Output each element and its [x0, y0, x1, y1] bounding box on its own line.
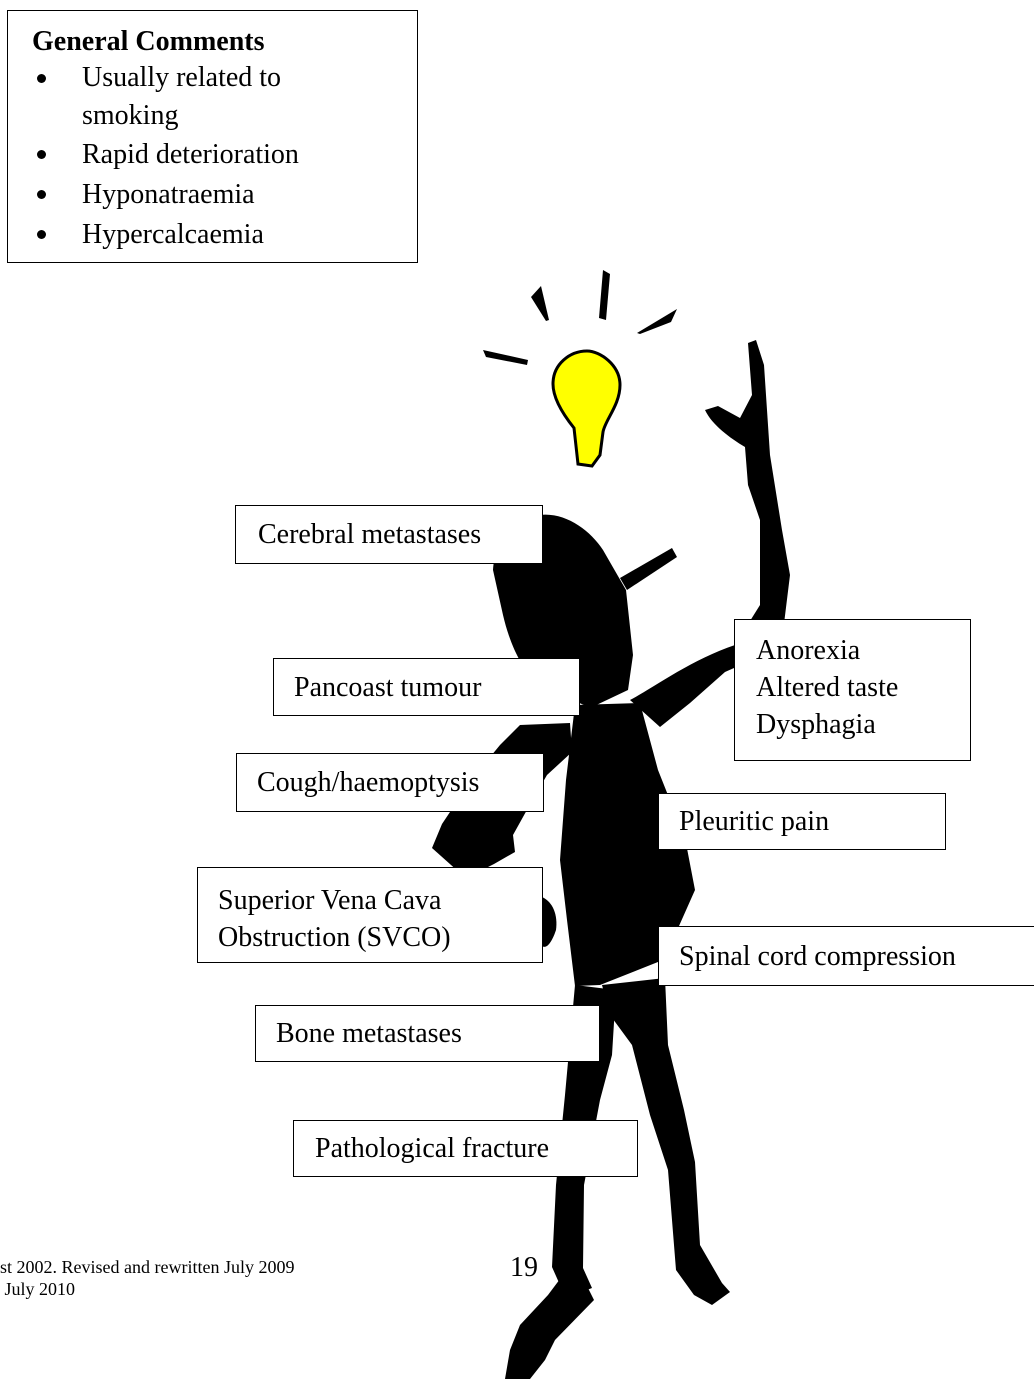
figure-silhouette	[432, 340, 790, 1379]
label-cerebral-metastases: Cerebral metastases	[235, 505, 543, 564]
label-text: Cough/haemoptysis	[257, 767, 480, 798]
ray-top	[599, 270, 610, 320]
footer-line: st 2002. Revised and rewritten July 2009	[0, 1257, 295, 1277]
label-text: Cerebral metastases	[258, 519, 482, 550]
label-text: Pleuritic pain	[679, 806, 830, 837]
list-item: Usually related to smoking	[32, 59, 322, 135]
general-comments-title: General Comments	[32, 26, 265, 57]
list-item: Hyponatraemia	[32, 175, 417, 215]
label-text: Pancoast tumour	[294, 671, 482, 703]
label-cough-haemoptysis: Cough/haemoptysis	[236, 753, 544, 812]
label-text: Dysphagia	[756, 709, 876, 740]
page-number: 19	[510, 1252, 538, 1283]
label-text: Anorexia	[756, 635, 861, 666]
lightbulb-icon	[551, 349, 622, 468]
label-pleuritic-pain: Pleuritic pain	[658, 793, 946, 850]
label-pancoast-tumour: Pancoast tumour	[273, 658, 580, 716]
label-text: Bone metastases	[276, 1018, 462, 1049]
ray-upper-left	[531, 286, 549, 321]
label-text: Pathological fracture	[315, 1133, 550, 1164]
list-item: Rapid deterioration	[32, 135, 417, 175]
label-text: Spinal cord compression	[679, 940, 956, 972]
label-text: Superior Vena Cava	[218, 885, 442, 916]
label-svco: Superior Vena Cava Obstruction (SVCO)	[197, 867, 543, 963]
footer-line: July 2010	[0, 1279, 76, 1299]
ray-left	[483, 350, 528, 365]
ray-right	[637, 309, 677, 334]
label-text: Altered taste	[756, 672, 899, 703]
general-comments-box: General Comments Usually related to smok…	[7, 10, 418, 263]
general-comments-list: Usually related to smoking Rapid deterio…	[32, 59, 417, 255]
list-item: Hypercalcaemia	[32, 215, 417, 255]
label-anorexia-group: Anorexia Altered taste Dysphagia	[734, 619, 971, 761]
label-spinal-cord-compression: Spinal cord compression	[658, 926, 1034, 986]
footer-revision-note: st 2002. Revised and rewritten July 2009…	[0, 1256, 294, 1300]
idea-rays	[483, 270, 677, 365]
label-pathological-fracture: Pathological fracture	[293, 1120, 638, 1177]
label-text: Obstruction (SVCO)	[218, 922, 451, 953]
label-bone-metastases: Bone metastases	[255, 1005, 600, 1062]
